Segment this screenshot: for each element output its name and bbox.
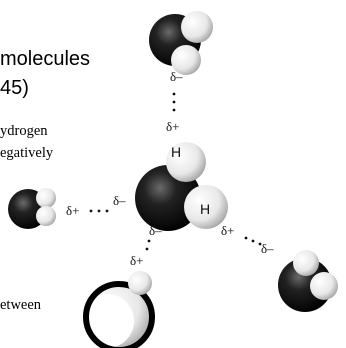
- water-molecule-top: [149, 11, 213, 75]
- water-molecule-left: [8, 188, 56, 229]
- hydrogen-atom: [293, 250, 319, 276]
- hydrogen-label-lower: H: [200, 201, 210, 217]
- delta-plus-left: δ+: [66, 203, 79, 218]
- water-molecule-right: [278, 250, 338, 312]
- body-line-1: ydrogen: [0, 123, 48, 139]
- hydrogen-label-upper: H: [171, 144, 181, 160]
- hydrogen-atom: [166, 142, 206, 182]
- hydrogen-atom: [128, 271, 152, 295]
- hydrogen-atom: [310, 272, 338, 300]
- title-line-1: molecules: [0, 48, 91, 70]
- hydrogen-bond-left: [89, 209, 109, 213]
- hydrogen-atom: [36, 188, 56, 208]
- delta-minus-left: δ–: [113, 193, 126, 208]
- body-line-2: egatively: [0, 145, 54, 161]
- title-line-2: 45): [0, 77, 29, 99]
- hydrogen-bond-lower: [145, 239, 151, 251]
- oxygen-atom: [83, 281, 155, 348]
- hydrogen-atom: [171, 45, 201, 75]
- body-line-3: etween: [0, 297, 42, 313]
- delta-minus-right: δ–: [261, 241, 274, 256]
- hydrogen-atom: [181, 11, 213, 43]
- water-molecule-center: [135, 142, 228, 231]
- water-molecule-bottom: [80, 271, 155, 348]
- hydrogen-bond-top: [172, 92, 176, 112]
- hydrogen-atom: [184, 185, 228, 229]
- delta-minus-lower: δ–: [149, 223, 162, 238]
- delta-plus-right: δ+: [221, 223, 234, 238]
- delta-plus-lower: δ+: [130, 253, 143, 268]
- delta-minus-top: δ–: [170, 69, 183, 84]
- hydrogen-atom: [36, 206, 56, 226]
- delta-plus-top: δ+: [166, 119, 179, 134]
- hydrogen-bond-right: [244, 236, 262, 246]
